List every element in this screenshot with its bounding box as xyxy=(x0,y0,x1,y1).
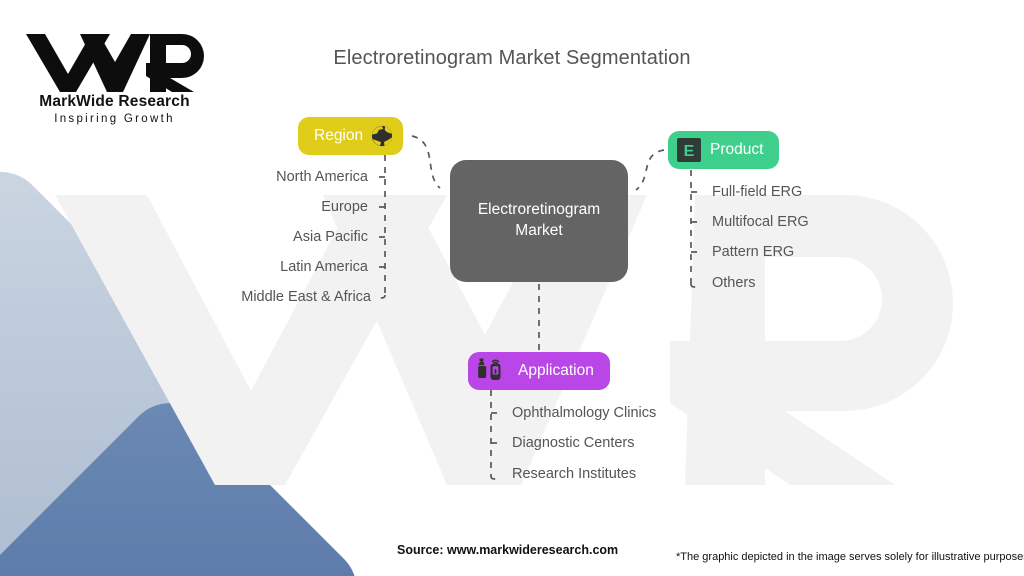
decorative-square-dark xyxy=(0,384,376,576)
branch-badge-region[interactable]: Region xyxy=(298,117,404,155)
leaf-region-4: Middle East & Africa xyxy=(241,288,371,305)
logo-tagline: Inspiring Growth xyxy=(54,113,175,125)
center-node-line2: Market xyxy=(515,222,563,239)
leaf-region-2: Asia Pacific xyxy=(293,228,368,245)
disclaimer-text: *The graphic depicted in the image serve… xyxy=(676,551,1024,563)
leaf-product-1: Multifocal ERG xyxy=(712,213,809,230)
branch-badge-application[interactable]: Application xyxy=(468,352,610,390)
branch-label-product: Product xyxy=(710,141,764,159)
center-node-line1: Electroretinogram xyxy=(477,201,601,219)
connector-region-to-center xyxy=(411,135,441,189)
leaf-product-3: Others xyxy=(712,274,756,291)
connector-product-to-center xyxy=(635,149,665,191)
ticks-application xyxy=(491,412,502,444)
brand-logo: MarkWide Research Inspiring Growth xyxy=(22,30,207,125)
center-node: Electroretinogram Market xyxy=(450,160,628,282)
svg-text:E: E xyxy=(684,143,695,160)
leaf-application-2: Research Institutes xyxy=(512,465,637,482)
tick-product-last xyxy=(690,283,700,288)
ticks-product xyxy=(691,191,702,253)
decorative-square-light xyxy=(0,152,213,576)
center-node-text: Electroretinogram Market xyxy=(478,200,600,242)
branch-label-region: Region xyxy=(314,127,364,145)
page-title: Electroretinogram Market Segmentation xyxy=(333,47,691,69)
leaf-product-0: Full-field ERG xyxy=(712,183,803,200)
medical-devices-icon xyxy=(476,358,510,384)
leaf-region-3: Latin America xyxy=(280,258,368,275)
tick-region-last xyxy=(376,294,386,299)
logo-company-name: MarkWide Research xyxy=(39,93,190,110)
ticks-region xyxy=(374,176,385,268)
branch-label-application: Application xyxy=(518,362,594,380)
letter-e-icon: E xyxy=(677,138,701,162)
source-text: Source: www.markwideresearch.com xyxy=(397,543,619,557)
leaf-region-0: North America xyxy=(276,168,368,185)
logo-mark-icon xyxy=(26,34,204,92)
tick-application-last xyxy=(490,475,500,480)
globe-icon xyxy=(371,125,393,147)
leaf-region-1: Europe xyxy=(321,198,368,215)
leaf-application-0: Ophthalmology Clinics xyxy=(512,404,657,421)
leaf-product-2: Pattern ERG xyxy=(712,243,795,260)
branch-badge-product[interactable]: E Product xyxy=(668,131,780,169)
leaf-application-1: Diagnostic Centers xyxy=(512,434,635,451)
